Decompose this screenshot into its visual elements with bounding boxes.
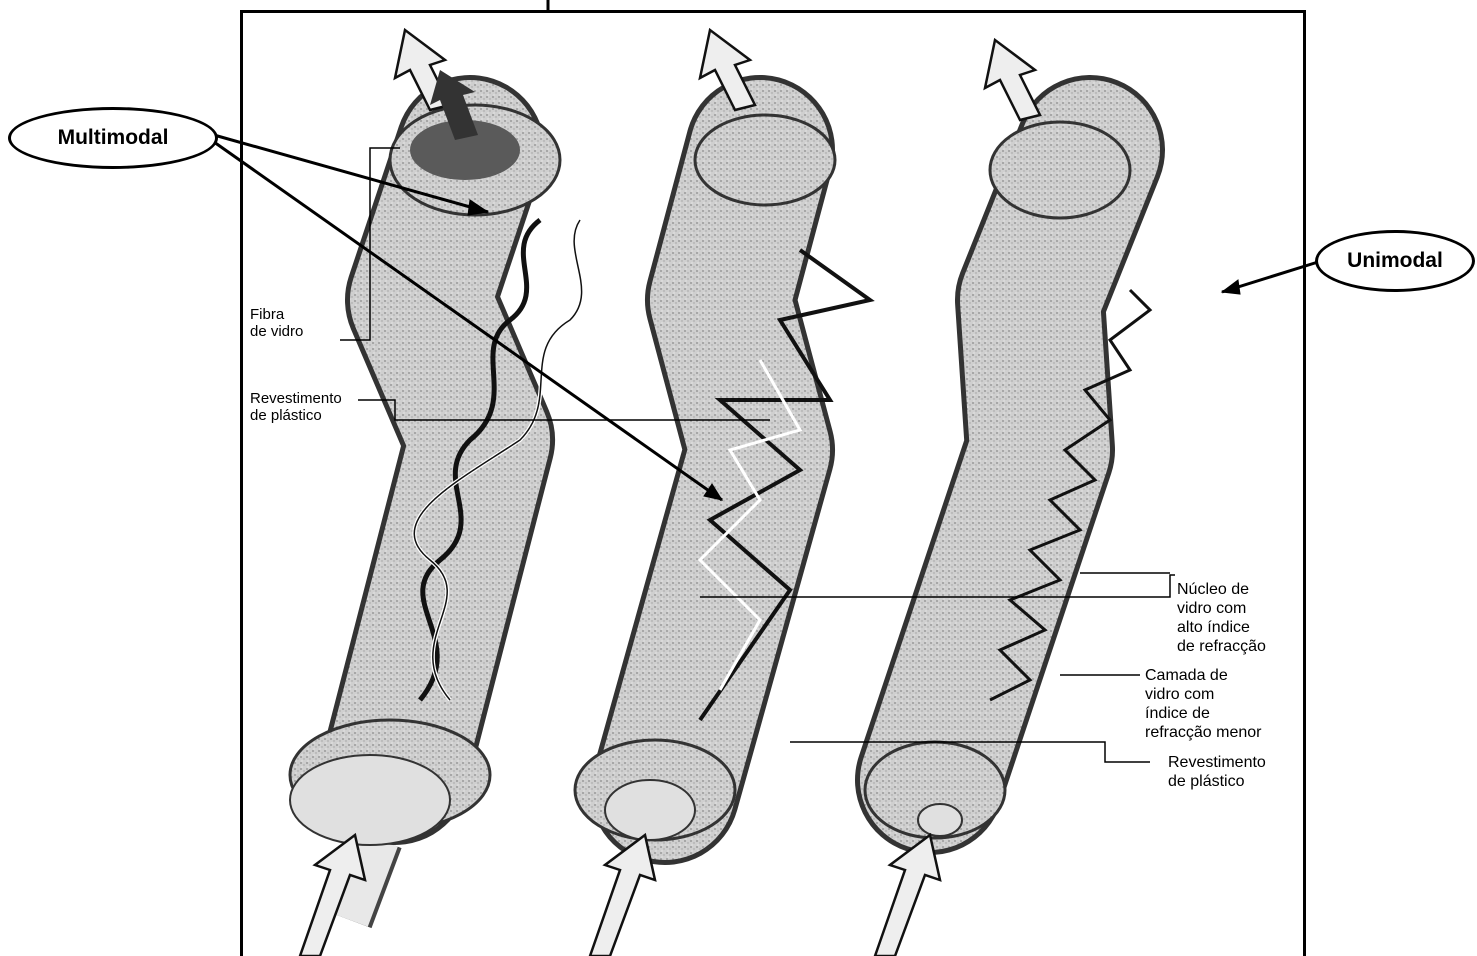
label-plastic-coating-right: Revestimento de plástico <box>1168 753 1266 791</box>
multimodal-label: Multimodal <box>58 126 169 150</box>
unimodal-badge: Unimodal <box>1315 230 1475 292</box>
fiber-multimodal-step <box>575 30 870 956</box>
label-cladding: Camada de vidro com índice de refracção … <box>1145 666 1262 742</box>
label-plastic-coating-left: Revestimento de plástico <box>250 390 342 424</box>
label-core: Núcleo de vidro com alto índice de refra… <box>1177 580 1266 656</box>
label-glass-fiber: Fibra de vidro <box>250 306 303 340</box>
unimodal-label: Unimodal <box>1347 249 1443 273</box>
fiber-unimodal <box>865 40 1150 956</box>
multimodal-badge: Multimodal <box>8 107 218 169</box>
